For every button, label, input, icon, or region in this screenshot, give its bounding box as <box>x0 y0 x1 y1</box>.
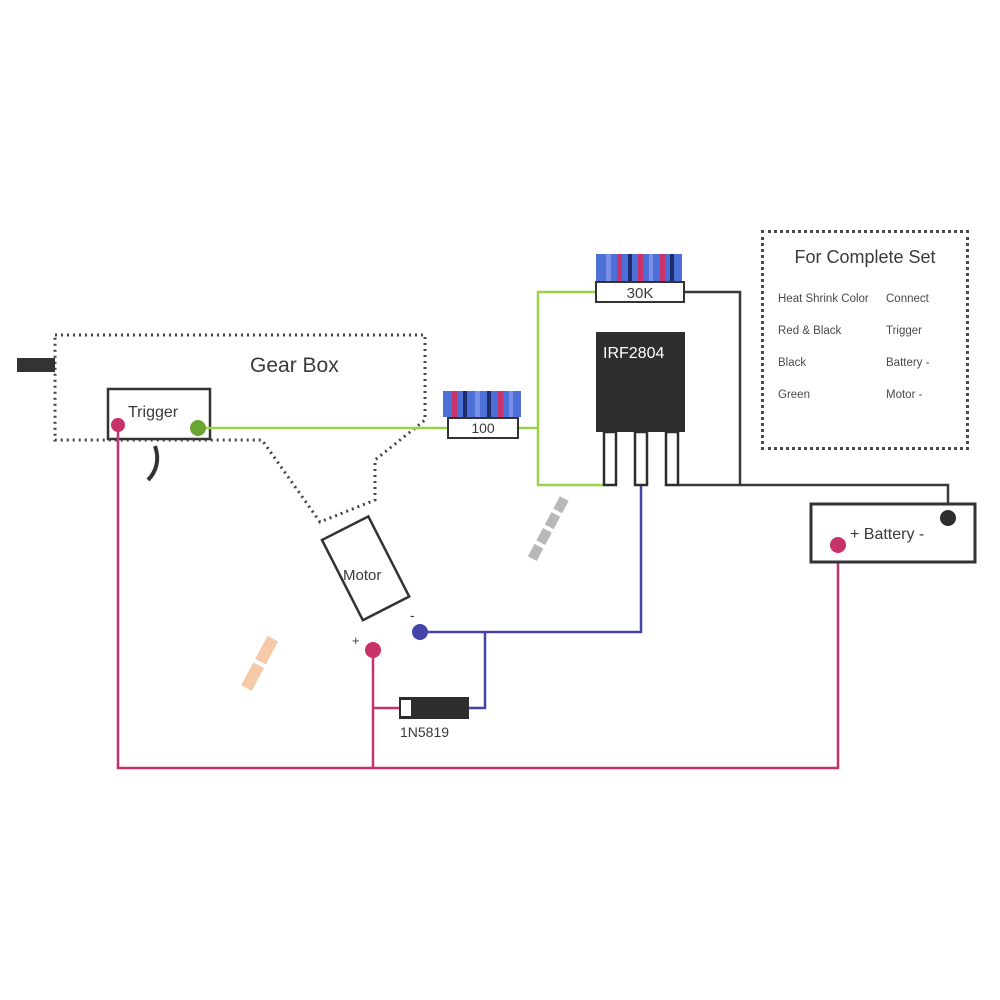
black-wire-pulldown <box>684 290 742 485</box>
battery-label: + Battery - <box>850 526 924 543</box>
watermark-bars <box>527 496 569 561</box>
legend-row-connect: Battery - <box>886 357 930 369</box>
battery-minus-terminal <box>940 510 956 526</box>
watermark-logo <box>241 635 279 691</box>
gear-box-shaft <box>17 358 55 372</box>
legend-header-connect: Connect <box>886 293 929 305</box>
legend-row: Red & Black Trigger <box>778 325 952 337</box>
green-wire-gate-pin <box>536 428 604 487</box>
motor-minus-terminal <box>412 624 428 640</box>
legend-row-connect: Trigger <box>886 325 922 337</box>
legend-title: For Complete Set <box>794 247 936 267</box>
motor-plus-terminal <box>365 642 381 658</box>
legend-row: Green Motor - <box>778 389 952 401</box>
red-wire-main <box>116 425 840 770</box>
gear-box-outline <box>53 333 427 524</box>
watermark <box>241 496 569 691</box>
legend-box: For Complete Set Heat Shrink Color Conne… <box>761 230 969 450</box>
mosfet-label: IRF2804 <box>603 345 664 362</box>
battery-plus-terminal <box>830 537 846 553</box>
legend-header: Heat Shrink Color Connect <box>778 293 952 305</box>
diode-label: 1N5819 <box>400 724 449 740</box>
resistor-30k: 30K <box>595 254 685 303</box>
legend-header-color: Heat Shrink Color <box>778 293 869 305</box>
trigger-green-terminal <box>190 420 206 436</box>
motor-minus-label: - <box>410 607 415 623</box>
resistor-30k-label: 30K <box>627 285 654 302</box>
trigger-lever <box>146 445 160 482</box>
gear-box-label: Gear Box <box>250 354 339 377</box>
motor-label: Motor <box>343 567 381 584</box>
resistor-100-label: 100 <box>471 420 495 436</box>
motor: Motor + - <box>320 514 415 648</box>
legend-row-color: Black <box>778 357 807 369</box>
trigger-label: Trigger <box>128 404 179 421</box>
blue-wire-diode <box>468 632 487 710</box>
diode-1n5819: 1N5819 <box>399 697 469 740</box>
blue-wire-drain <box>420 485 643 634</box>
green-wire-gate <box>518 290 596 430</box>
trigger-red-terminal <box>111 418 125 432</box>
legend-row-color: Green <box>778 389 810 401</box>
mosfet-irf2804: IRF2804 <box>596 332 685 487</box>
legend-row: Black Battery - <box>778 357 952 369</box>
resistor-100: 100 <box>443 391 521 439</box>
legend-row-connect: Motor - <box>886 389 923 401</box>
legend-row-color: Red & Black <box>778 325 842 337</box>
motor-plus-label: + <box>352 633 360 648</box>
